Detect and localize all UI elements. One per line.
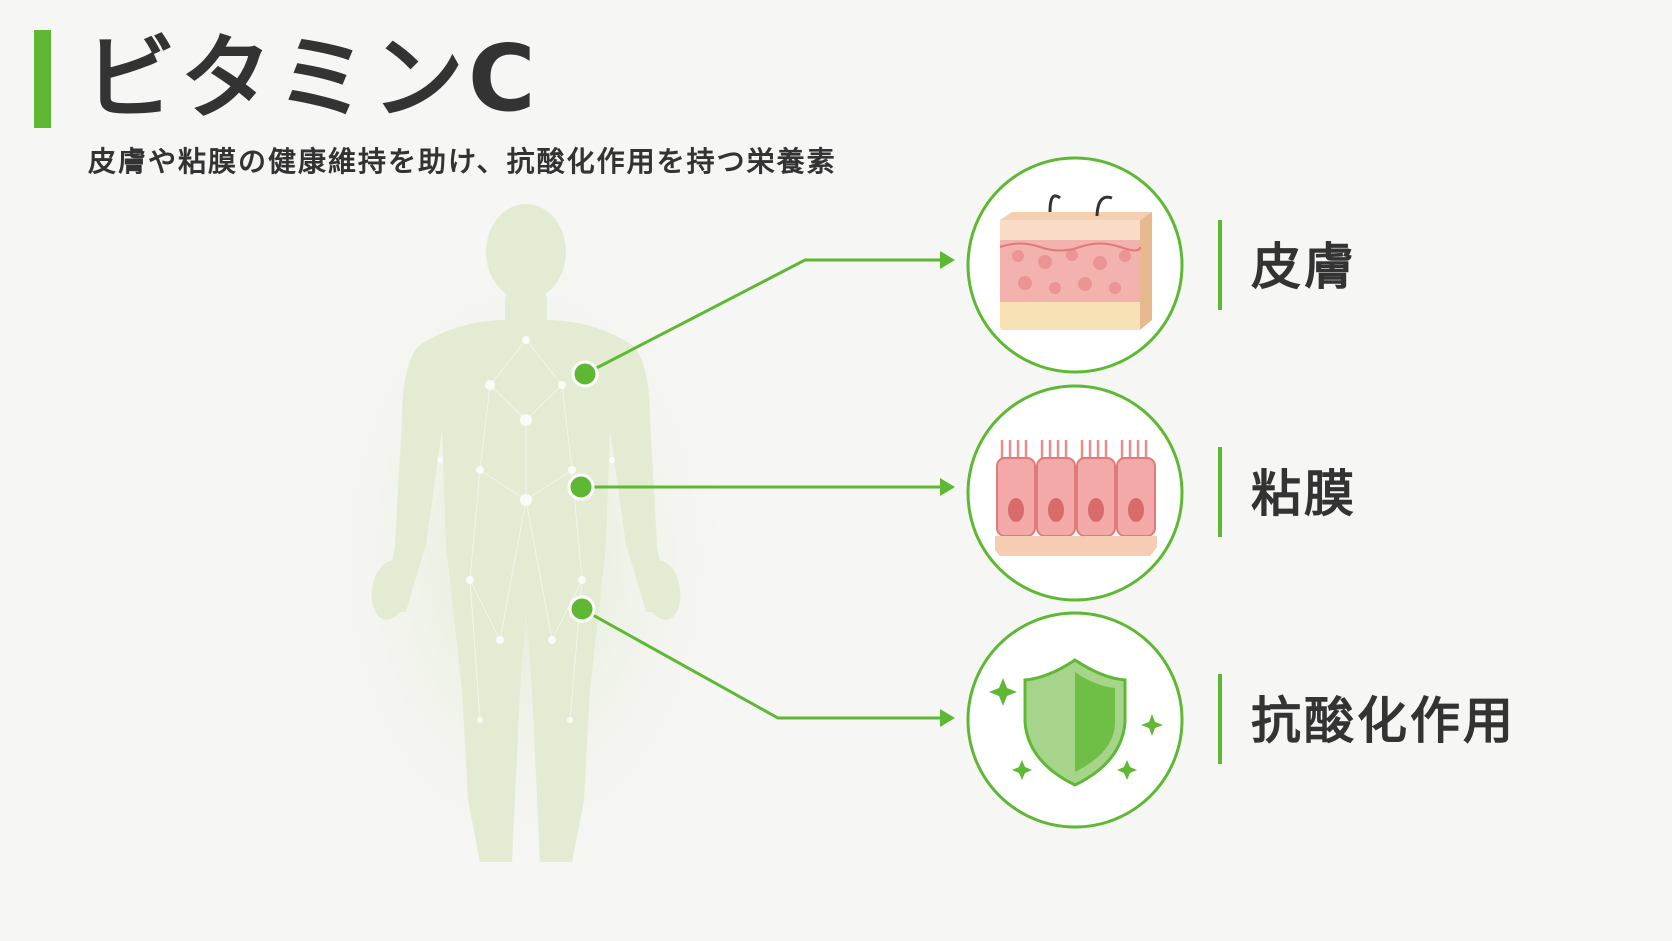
point-antioxidant	[568, 595, 596, 623]
shield-icon	[966, 611, 1184, 829]
connector-skin	[584, 258, 940, 376]
label-antioxidant: 抗酸化作用	[1251, 692, 1516, 750]
label-bar-skin	[1218, 220, 1222, 310]
skin-layers-icon	[966, 156, 1184, 374]
page-subtitle: 皮膚や粘膜の健康維持を助け、抗酸化作用を持つ栄養素	[88, 145, 837, 178]
mucosa-cells-icon	[966, 384, 1184, 602]
title-accent-bar	[34, 30, 51, 128]
label-mucosa: 粘膜	[1251, 465, 1357, 523]
arrowhead-mucosa	[940, 478, 955, 496]
label-bar-mucosa	[1218, 447, 1222, 537]
human-body-silhouette	[295, 204, 755, 910]
connector-antioxidant	[581, 607, 940, 720]
arrowhead-antioxidant	[940, 709, 955, 727]
label-skin: 皮膚	[1251, 238, 1357, 296]
point-mucosa	[567, 473, 595, 501]
arrowhead-skin	[940, 251, 955, 269]
point-skin	[571, 360, 599, 388]
label-bar-antioxidant	[1218, 674, 1222, 764]
page-title: ビタミンC	[84, 25, 540, 132]
